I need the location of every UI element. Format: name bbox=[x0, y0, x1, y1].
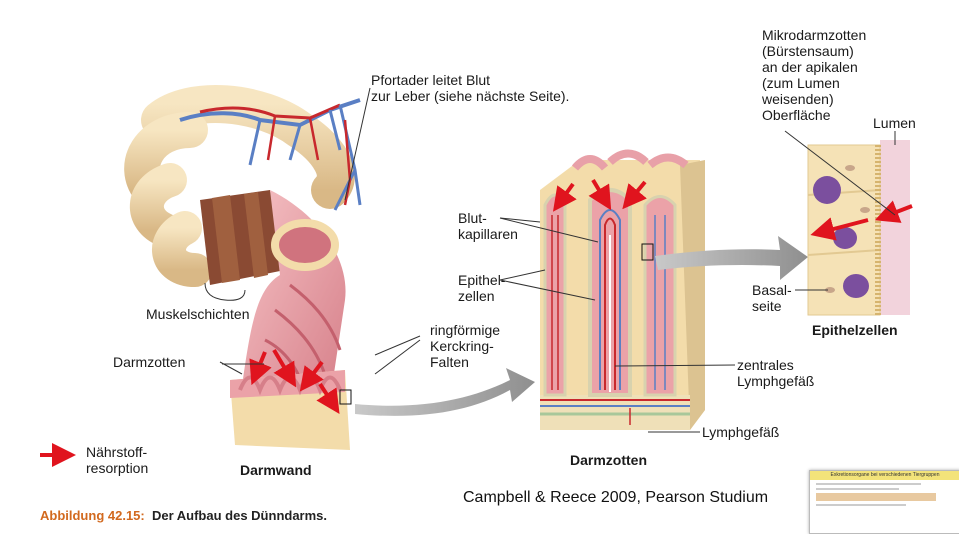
label-darmzotten-center: Darmzotten bbox=[570, 452, 648, 468]
label-darmwand: Darmwand bbox=[240, 462, 312, 478]
zoom-arrow-2 bbox=[655, 236, 808, 280]
nutrient-arrows-right bbox=[810, 200, 913, 241]
label-zentrales-lymphgefaess: zentrales Lymphgefäß bbox=[737, 357, 815, 389]
figure-caption: Abbildung 42.15: Der Aufbau des Dünndarm… bbox=[40, 508, 327, 523]
label-mikrodarmzotten: Mikrodarmzotten (Bürstensaum) an der api… bbox=[762, 27, 867, 123]
caption-title: Der Aufbau des Dünndarms. bbox=[151, 508, 328, 523]
label-blutkapillaren: Blut- kapillaren bbox=[458, 210, 518, 242]
label-lymphgefaess: Lymphgefäß bbox=[702, 424, 780, 440]
leader-lines bbox=[204, 87, 896, 433]
label-basalseite: Basal- seite bbox=[752, 282, 792, 314]
caption-number: Abbildung 42.15: bbox=[40, 508, 145, 523]
thumbnail-title: Exkretionsorgane bei verschiedenen Tierg… bbox=[810, 471, 959, 480]
nutrient-arrows-center bbox=[552, 178, 647, 212]
label-epithelzellen-right: Epithelzellen bbox=[812, 322, 898, 338]
nutrient-arrows-left bbox=[249, 348, 340, 415]
label-epithelzellen-mid: Epithel- zellen bbox=[458, 272, 506, 304]
label-naehrstoffresorption: Nährstoff- resorption bbox=[86, 444, 149, 476]
slide-thumbnail[interactable]: Exkretionsorgane bei verschiedenen Tierg… bbox=[809, 470, 959, 534]
label-muskelschichten: Muskelschichten bbox=[146, 306, 250, 322]
epithelial-cells-illustration bbox=[807, 140, 910, 316]
label-kerckring-falten: ringförmige Kerckring- Falten bbox=[430, 322, 501, 370]
label-lumen: Lumen bbox=[873, 115, 916, 131]
small-intestine-illustration bbox=[124, 85, 362, 450]
zoom-arrow-1 bbox=[355, 368, 535, 416]
source-credit: Campbell & Reece 2009, Pearson Studium bbox=[463, 489, 769, 506]
label-darmzotten-left: Darmzotten bbox=[113, 354, 186, 370]
label-pfortader: Pfortader leitet Blut zur Leber (siehe n… bbox=[371, 72, 570, 104]
